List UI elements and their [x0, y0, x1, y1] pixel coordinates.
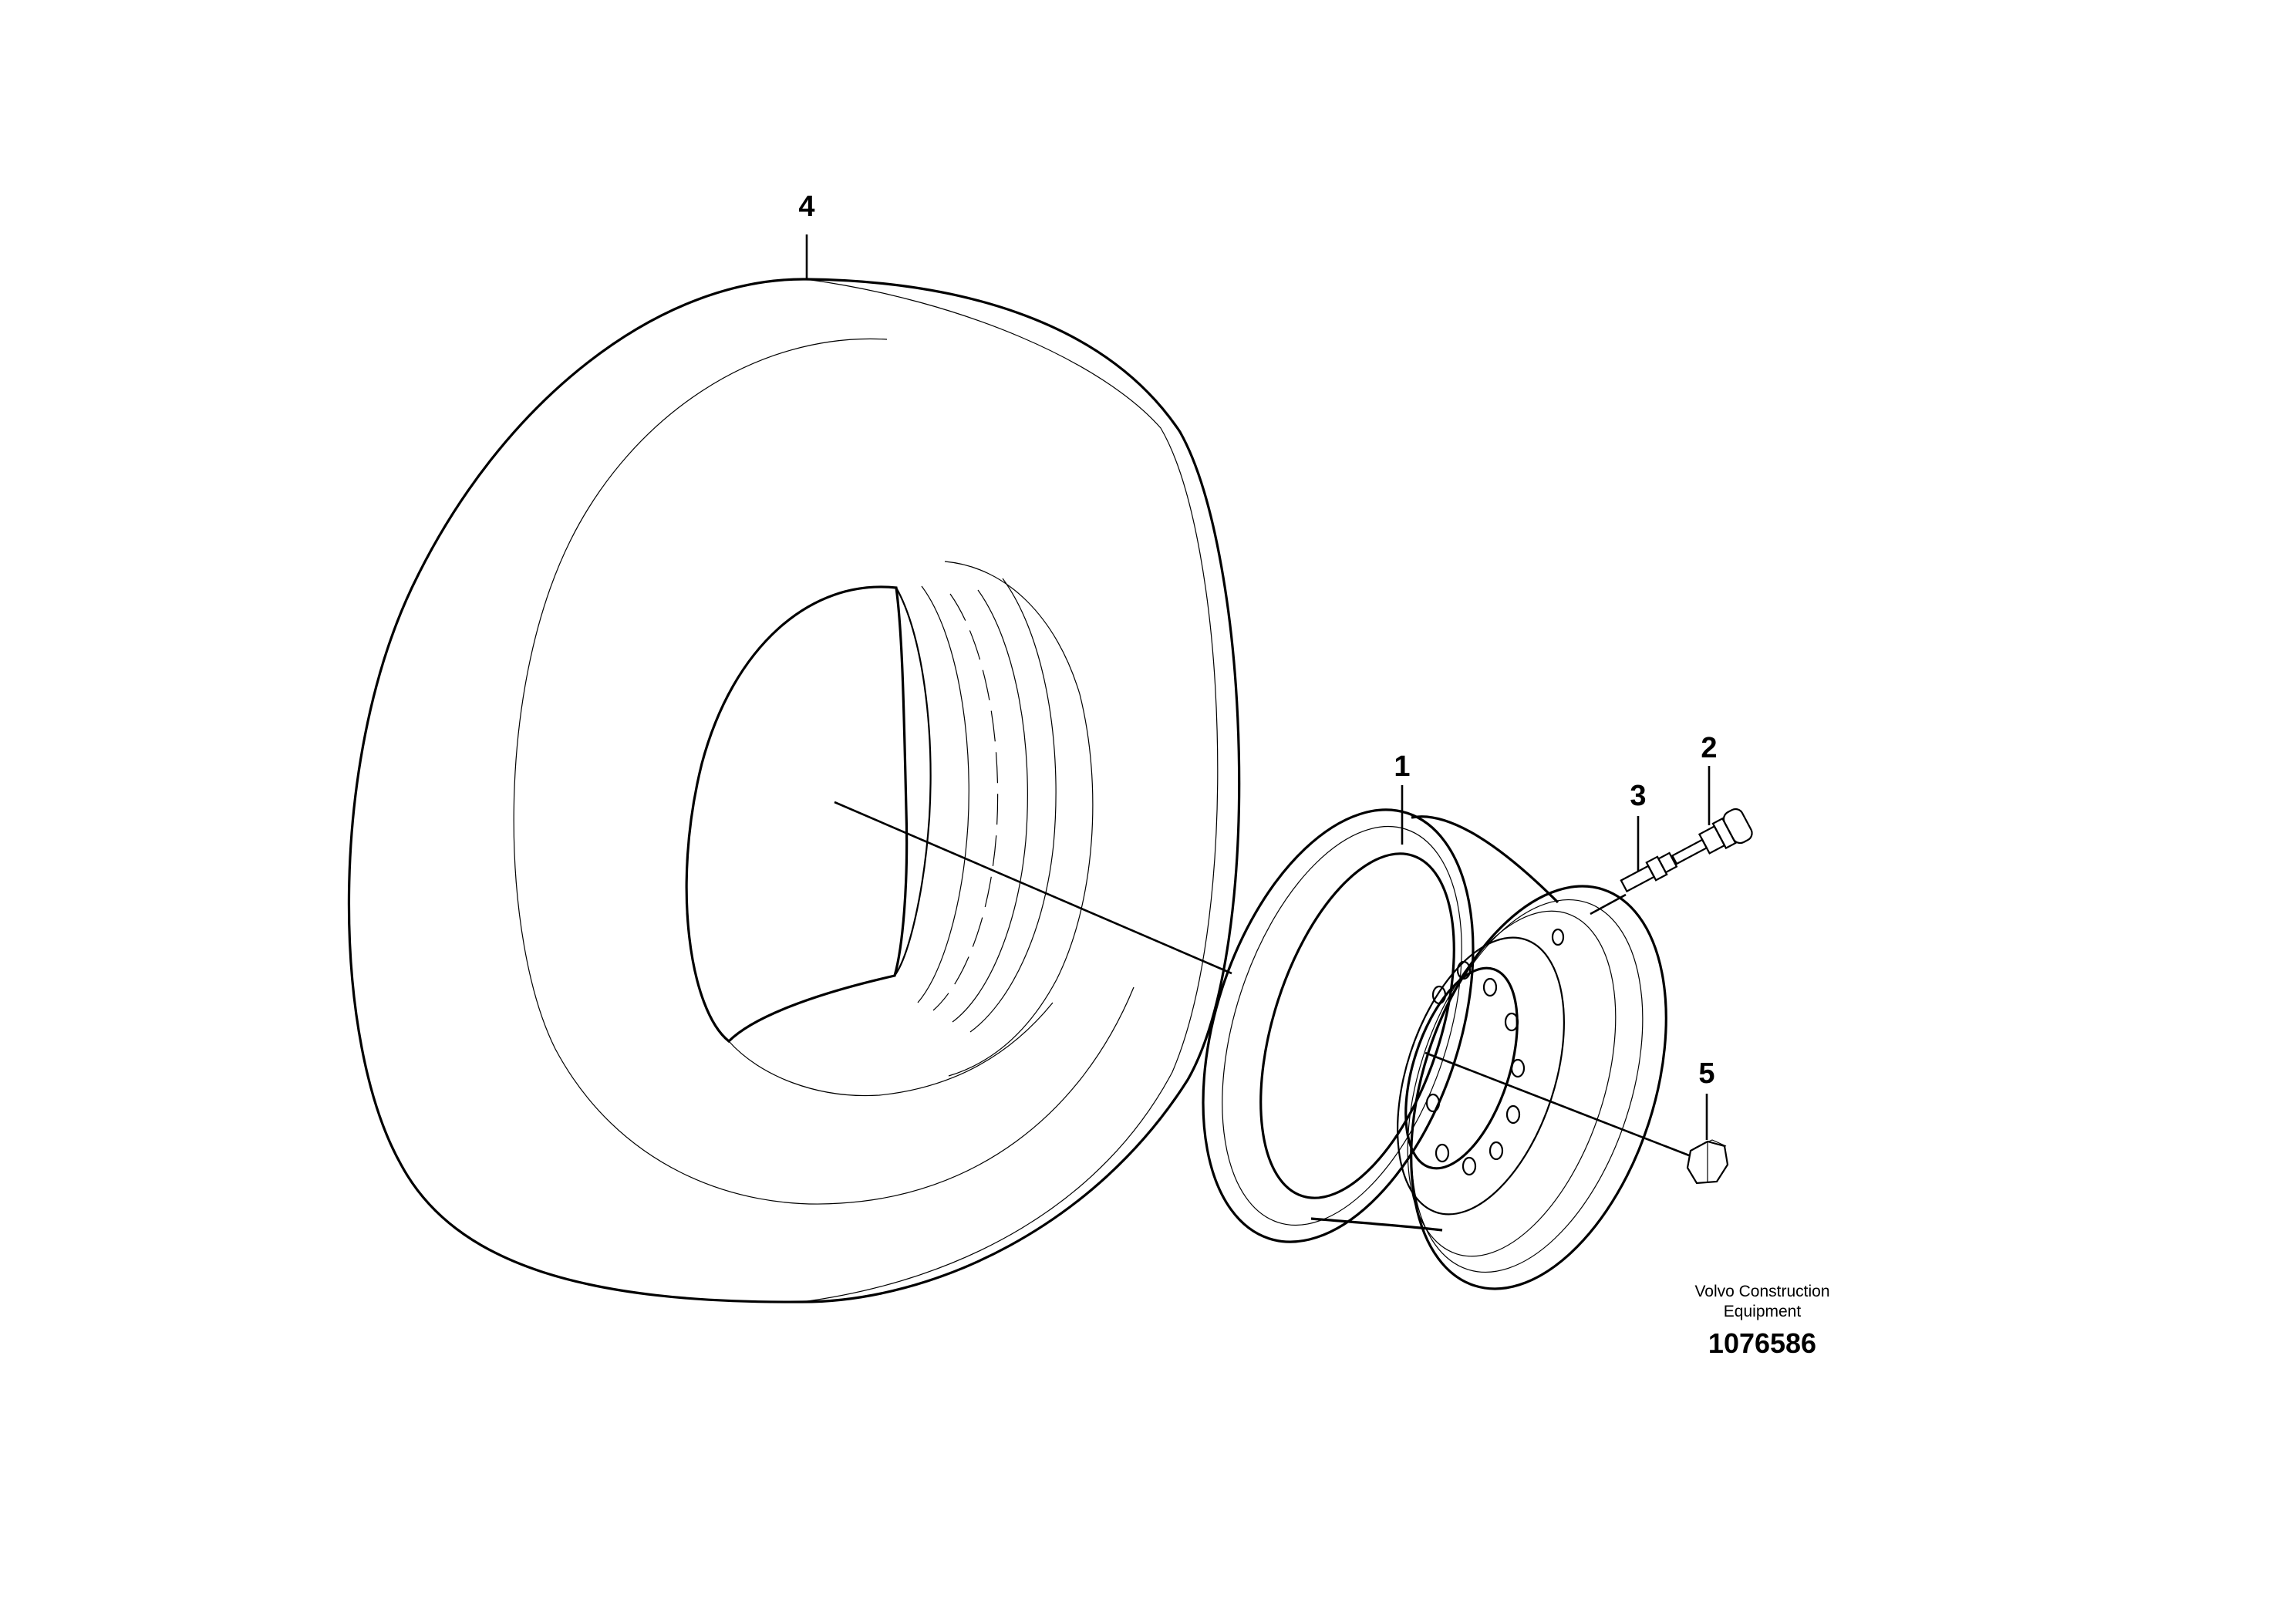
rim-rear-bead — [1407, 910, 1617, 1257]
callout-rim: 1 — [1394, 750, 1410, 783]
tyre-bore-outline — [685, 585, 909, 1044]
stud-hole — [1505, 1104, 1521, 1125]
wheel-rim[interactable] — [1153, 775, 1713, 1321]
nut-flange — [1694, 1139, 1727, 1148]
valve-extension[interactable] — [1667, 807, 1755, 875]
tyre-inner-ridge-2 — [932, 593, 999, 1011]
callout-tyre: 4 — [798, 191, 814, 223]
rim-barrel-top — [1411, 815, 1559, 904]
rim-barrel-bottom — [1310, 1217, 1443, 1232]
rim-front-flange — [1202, 808, 1475, 1243]
rim-rear-flange — [1410, 885, 1667, 1290]
stud-hole — [1482, 977, 1498, 997]
callout-valve: 3 — [1630, 780, 1646, 812]
stud-hole — [1425, 1093, 1441, 1113]
rim-front-bead — [1259, 852, 1455, 1199]
rim-centre-disc — [1397, 936, 1565, 1216]
tyre-inner-ridge-3 — [952, 589, 1028, 1023]
stud-hole — [1431, 985, 1447, 1005]
tyre-outer-outline — [347, 278, 1241, 1303]
leader-lines — [805, 234, 1711, 1157]
stud-hole — [1435, 1143, 1450, 1163]
stud-hole — [1456, 960, 1472, 980]
stud-hole — [1462, 1156, 1477, 1176]
credit-line-1: Volvo Construction — [1694, 1283, 1829, 1300]
extension-shaft — [1671, 838, 1708, 865]
stud-hole — [1504, 1012, 1519, 1032]
wheel-nut[interactable] — [1686, 1139, 1729, 1185]
rim-front-flange-inner — [1222, 825, 1462, 1226]
leader-tyre-to-rim — [834, 801, 1232, 975]
valve-hex — [1657, 851, 1678, 874]
rim-rear-flange-inner — [1411, 899, 1644, 1273]
stud-hole — [1510, 1058, 1526, 1078]
rim-stud-holes — [1425, 960, 1526, 1176]
stud-hole — [1489, 1141, 1504, 1161]
leader-valve-to-rim — [1590, 893, 1627, 916]
nut-body — [1686, 1140, 1729, 1185]
tyre-bore-far-edge — [894, 587, 932, 976]
callout-valve-cap: 2 — [1701, 732, 1717, 764]
tyre[interactable] — [347, 278, 1241, 1303]
extension-cap — [1722, 808, 1753, 845]
tyre-shoulder-line — [801, 278, 1219, 1303]
tyre-inner-ridge-5 — [944, 561, 1094, 1077]
rim-hub-bore — [1404, 966, 1519, 1170]
tyre-valve[interactable] — [1620, 851, 1678, 895]
rim-valve-hole — [1551, 928, 1565, 946]
leader-nut-to-hub — [1424, 1051, 1690, 1157]
tyre-bore-lip — [728, 1002, 1054, 1097]
tyre-inner-ridge-1 — [917, 585, 969, 1003]
credit-line-2: Equipment — [1724, 1303, 1802, 1320]
tyre-inner-ridge-4 — [969, 578, 1057, 1033]
reference-number: 1076586 — [1708, 1327, 1816, 1359]
callout-wheel-nut: 5 — [1698, 1057, 1714, 1090]
tyre-sidewall-line — [513, 338, 1135, 1205]
